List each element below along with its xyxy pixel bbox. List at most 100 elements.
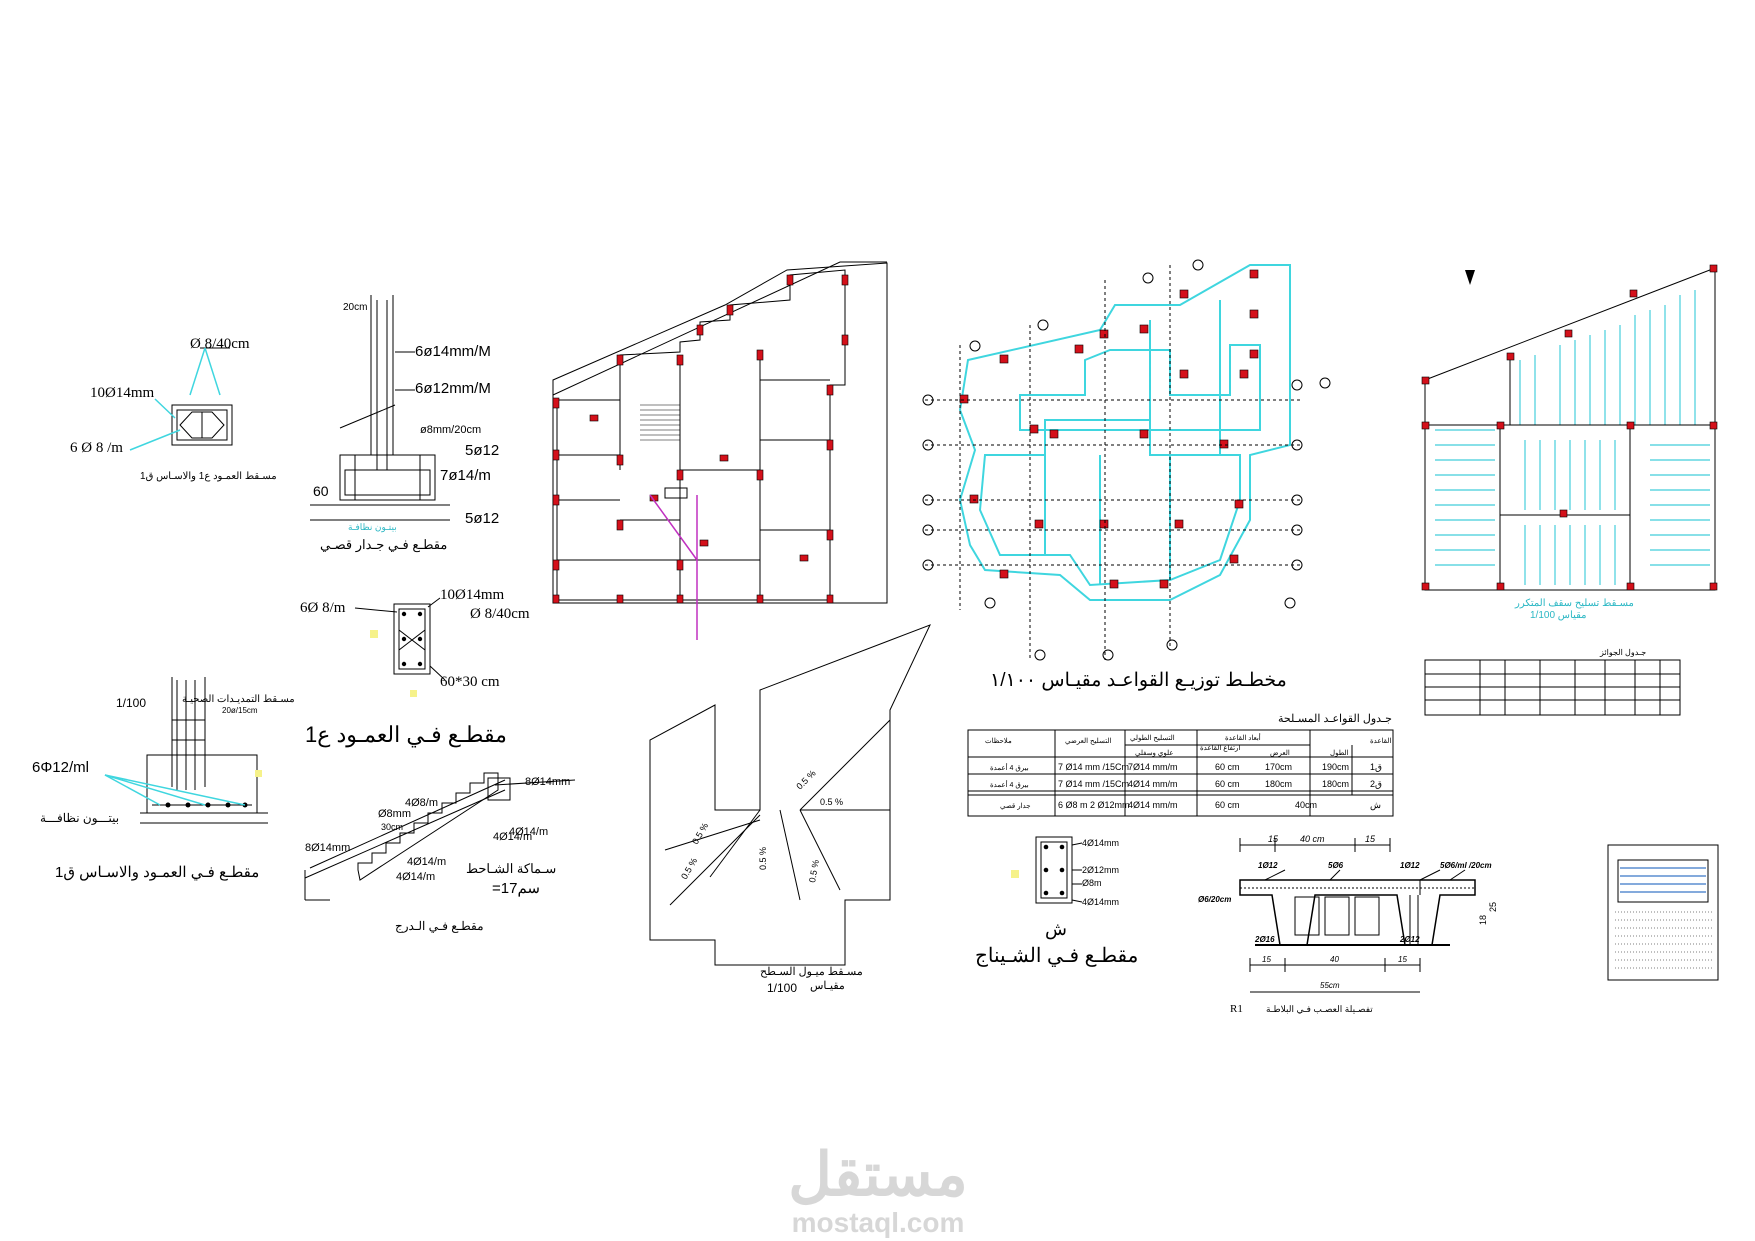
column-section: 6Ø 8/m 10Ø14mm Ø 8/40cm 60*30 cm مقطـع ف… — [300, 587, 530, 748]
stair-left-bar: 8Ø14mm — [305, 842, 350, 854]
slab-plan: مسـقط تسليح سقف المتكرر مقياس 1/100 — [1421, 264, 1718, 621]
rib-dim-1: 15 — [1268, 834, 1279, 844]
wall-stirrups: ø8mm/20cm — [420, 424, 481, 436]
rib-bottom-right: 2Ø12 — [1399, 935, 1420, 944]
wall-dim-c: 5ø12 — [465, 510, 499, 527]
stair-low-bar-2: 4Ø14/m — [493, 831, 532, 843]
slope-5: 0.5 % — [758, 847, 768, 870]
rib-mesh: 5Ø6/ml /20cm — [1440, 861, 1492, 870]
foundation-plan-title: مخطـط توزيـع القواعـد مقيـاس ١/١٠٠ — [990, 670, 1287, 691]
rib-mid-bar: 5Ø6 — [1328, 861, 1344, 870]
title-block — [1607, 844, 1719, 981]
watermark-logo: مستقل — [788, 1141, 968, 1208]
stair-bar-4: 4Ø8/m — [405, 797, 438, 809]
tie-spacing-label: Ø 8/40cm — [190, 336, 250, 352]
ft-r1-c3: 170cm — [1265, 762, 1292, 772]
rib-code: R1 — [1230, 1003, 1243, 1015]
ft-r2-c1: ق2 — [1370, 779, 1382, 789]
wall-section: 20cm 6ø14mm/M 6ø12mm/M ø8mm/20cm 5ø12 7ø… — [310, 295, 499, 553]
ft-header-6: ملاحظات — [985, 737, 1012, 745]
rib-left-bar: 1Ø12 — [1258, 861, 1278, 870]
ties-label: 6 Ø 8 /m — [70, 440, 123, 456]
watermark-site: mostaql.com — [792, 1207, 965, 1238]
slope-2: 0.5 % — [820, 797, 843, 807]
tb-caption: مقطـع فـي الشـيناج — [975, 945, 1138, 967]
rib-caption: تفصـيلة العصـب فـي البلاطـة — [1266, 1004, 1373, 1014]
ft-r3-c1: ش — [1370, 800, 1381, 811]
wall-bar-2: 6ø12mm/M — [415, 380, 491, 397]
stair-bar-8: Ø8mm — [378, 808, 411, 820]
wall-bar-1: 6ø14mm/M — [415, 343, 491, 360]
rib-right-bar: 1Ø12 — [1400, 861, 1420, 870]
footing-plan-note: مسـقط التمديـدات الصحيـة — [182, 694, 295, 705]
ft-r3-c4: 60 cm — [1215, 800, 1240, 810]
roof-slope-plan: 0.5 % 0.5 % 0.5 % 0.5 % 0.5 % 0.5 % مسـق… — [649, 624, 931, 995]
beam-table: جـدول الجوائز — [1424, 648, 1681, 716]
ft-header-4: التسليح الطولي — [1130, 734, 1175, 742]
ft-r3-c7: جدار قصي — [1000, 802, 1031, 810]
roof-slope-scale: 1/100 — [767, 981, 797, 995]
stair-step: 30cm — [381, 822, 403, 832]
beam-table-title: جـدول الجوائز — [1599, 648, 1646, 657]
rib-height-a: 18 — [1478, 915, 1488, 925]
roof-slope-caption: مسـقط ميـول السـطح — [760, 966, 863, 978]
ft-r2-c3: 180cm — [1265, 779, 1292, 789]
tb-top: 4Ø14mm — [1082, 838, 1119, 848]
ft-header-2: أبعاد القاعدة — [1225, 732, 1261, 742]
ft-r3-c6: 6 Ø8 m 2 Ø12mm — [1058, 800, 1130, 810]
slope-3: 0.5 % — [690, 821, 710, 846]
footing-rebar: 20ø/15cm — [222, 706, 258, 715]
ft-r1-c7: بيرق 4 أعمدة — [990, 762, 1029, 772]
stair-bar-b: 4Ø14/m — [509, 826, 548, 838]
ft-r1-c1: ق1 — [1370, 762, 1382, 772]
column-spacing: Ø 8/40cm — [470, 606, 530, 622]
watermark: مستقل mostaql.com — [788, 1141, 968, 1238]
tb-letter: ش — [1045, 919, 1067, 940]
stair-top-bar: 8Ø14mm — [525, 776, 570, 788]
ft-r2-c6: 7 Ø14 mm /15Cm — [1058, 779, 1129, 789]
tb-stirrup: Ø8m — [1082, 878, 1102, 888]
slope-1: 0.5 % — [794, 768, 817, 791]
slope-6: 0.5 % — [807, 859, 821, 883]
column-main-bars: 10Ø14mm — [440, 587, 505, 603]
ft-r2-c2: 180cm — [1322, 779, 1349, 789]
ft-r1-c4: 60 cm — [1215, 762, 1240, 772]
footing-bottom-bars: 6Φ12/ml — [32, 759, 89, 776]
slab-plan-scale: مقياس 1/100 — [1530, 610, 1587, 621]
column-ties: 6Ø 8/m — [300, 600, 346, 616]
wall-caption: مقطـع فـي جـدار قصـي — [320, 537, 447, 553]
rib-bdim-2: 40 — [1330, 955, 1339, 964]
foundation-plan: مخطـط توزيـع القواعـد مقيـاس ١/١٠٠ — [922, 259, 1331, 691]
column-base-plan: Ø 8/40cm 10Ø14mm 6 Ø 8 /m مسـقط العمـود … — [70, 336, 277, 482]
column-caption: مقطـع فـي العمـود ع1 — [305, 722, 507, 748]
ft-r1-c2: 190cm — [1322, 762, 1349, 772]
ft-sub-1: الطول — [1330, 749, 1349, 757]
ft-header-3: ارتفاع القاعدة — [1200, 744, 1240, 752]
ft-r3-c5: 4Ø14 mm/m — [1128, 800, 1178, 810]
wall-lean-concrete: بيتـون نظافـة — [348, 522, 397, 533]
stair-caption: مقطـع فـي الـدرج — [395, 919, 484, 933]
footing-lean: بيتـــون نظافـــة — [40, 811, 119, 825]
slope-4: 0.5 % — [679, 856, 699, 881]
tb-bottom: 4Ø14mm — [1082, 897, 1119, 907]
wall-top-dim: 20cm — [343, 302, 367, 313]
stair-section: 8Ø14mm 4Ø8/m Ø8mm 30cm 4Ø14/m 8Ø14mm 4Ø1… — [304, 772, 576, 933]
rib-side: Ø6/20cm — [1198, 895, 1231, 904]
wall-dim-b: 7ø14/m — [440, 467, 491, 484]
footing-table: جـدول القواعـد المسـلحة القاعدة أبعاد ال… — [967, 713, 1394, 817]
wall-dim-a: 5ø12 — [465, 442, 499, 459]
ft-header-1: القاعدة — [1370, 737, 1391, 745]
slab-plan-caption: مسـقط تسليح سقف المتكرر — [1514, 598, 1634, 609]
tb-mid: 2Ø12mm — [1082, 865, 1119, 875]
column-base-caption: مسـقط العمـود ع1 والاسـاس ق1 — [140, 471, 277, 482]
main-bars-label: 10Ø14mm — [90, 385, 155, 401]
ft-r2-c4: 60 cm — [1215, 779, 1240, 789]
rib-slab-detail: 15 40 cm 15 1Ø12 5Ø6 1Ø12 5Ø6/ml /20cm Ø… — [1198, 834, 1498, 1015]
stair-low-bar: 4Ø14/m — [396, 871, 435, 883]
footing-section: مسـقط التمديـدات الصحيـة 1/100 20ø/15cm … — [32, 677, 295, 881]
column-size: 60*30 cm — [440, 674, 500, 690]
rib-dim-3: 15 — [1365, 834, 1376, 844]
ft-sub-3: علوي وسفلي — [1135, 749, 1173, 757]
rib-total: 55cm — [1320, 981, 1340, 990]
